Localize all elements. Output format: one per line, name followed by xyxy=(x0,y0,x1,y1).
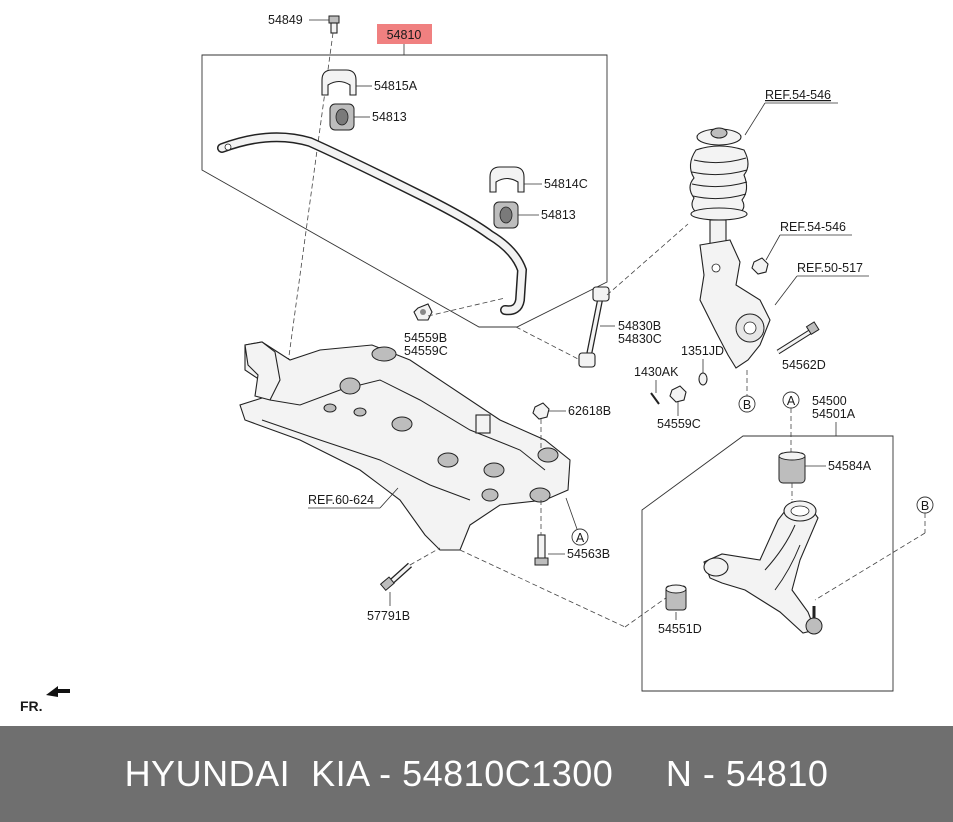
label-54584a: 54584A xyxy=(828,459,872,473)
label-54849: 54849 xyxy=(268,13,303,27)
subframe xyxy=(239,341,571,551)
label-marker-a-subframe: A xyxy=(576,531,585,545)
bolt-54563b xyxy=(534,534,549,566)
nut-ref-54546 xyxy=(751,257,769,275)
steering-knuckle xyxy=(699,239,771,369)
label-54551d: 54551D xyxy=(658,622,702,636)
bushing-54813-top xyxy=(329,103,355,131)
ref-strut-top: REF.54-546 xyxy=(765,88,831,102)
label-54500: 54500 xyxy=(812,394,847,408)
label-54559c: 54559C xyxy=(404,344,448,358)
label-54813-top: 54813 xyxy=(372,110,407,124)
stabilizer-group-outline xyxy=(201,54,608,328)
label-54830b: 54830B xyxy=(618,319,661,333)
label-1351jd: 1351JD xyxy=(681,344,724,358)
bushing-bracket-54815a xyxy=(321,69,357,96)
label-54814c: 54814C xyxy=(544,177,588,191)
label-54815a: 54815A xyxy=(374,79,418,93)
ref-subframe: REF.60-624 xyxy=(308,493,374,507)
main-part-highlight xyxy=(377,24,432,44)
strut-assembly xyxy=(689,127,749,246)
label-54563b: 54563B xyxy=(567,547,610,561)
nut-54559c-knuckle xyxy=(669,385,687,403)
bushing-54551d xyxy=(665,584,687,611)
label-marker-b-arm: B xyxy=(921,499,929,513)
label-direction: FR. xyxy=(20,698,43,714)
nut-1351jd xyxy=(698,372,708,386)
label-54562d: 54562D xyxy=(782,358,826,372)
bushing-54813-lower xyxy=(493,201,519,229)
lower-control-arm xyxy=(703,500,823,635)
bushing-54584a xyxy=(778,451,806,484)
bolt-54849 xyxy=(328,15,340,34)
bushing-bracket-54814c xyxy=(489,166,525,193)
label-marker-a-arm: A xyxy=(787,394,796,408)
label-54559c-knuckle: 54559C xyxy=(657,417,701,431)
bolt-54562d xyxy=(776,321,820,355)
label-62618b: 62618B xyxy=(568,404,611,418)
bolt-1430ak xyxy=(650,392,660,405)
label-54830c: 54830C xyxy=(618,332,662,346)
ref-strut-nut: REF.54-546 xyxy=(780,220,846,234)
label-main-part: 54810 xyxy=(387,28,422,42)
label-54813-lower: 54813 xyxy=(541,208,576,222)
front-direction-arrow-icon xyxy=(46,686,70,697)
parts-diagram: 54810 54849 54815A 54813 54814C 54813 54… xyxy=(20,13,934,714)
footer-part-number: HYUNDAI KIA - 54810C1300 N - 54810 xyxy=(124,753,829,794)
label-marker-b-knuckle: B xyxy=(743,398,751,412)
nut-54559b xyxy=(413,303,433,321)
lower-arm-group-outline xyxy=(641,435,894,692)
bolt-57791b xyxy=(379,562,413,591)
label-57791b: 57791B xyxy=(367,609,410,623)
marker-a-subframe xyxy=(571,528,589,546)
ref-knuckle: REF.50-517 xyxy=(797,261,863,275)
label-54501a: 54501A xyxy=(812,407,856,421)
footer-banner: HYUNDAI KIA - 54810C1300 N - 54810 xyxy=(0,726,953,822)
stabilizer-link xyxy=(578,286,610,368)
label-1430ak: 1430AK xyxy=(634,365,679,379)
nut-62618b xyxy=(532,402,550,420)
label-54559b: 54559B xyxy=(404,331,447,345)
